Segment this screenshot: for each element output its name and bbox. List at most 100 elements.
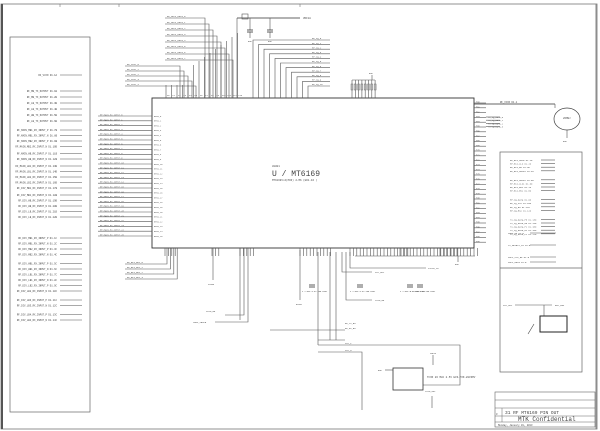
sheet-title: 31 RF MT6169 PIN OUT (505, 410, 559, 416)
bus-wire (125, 248, 175, 275)
bus-wire (165, 35, 218, 98)
pin-net-label: RF_MAIN_RX_INPUT_7 (100, 147, 123, 150)
pin-name: P9 (217, 94, 220, 97)
pin-name: P83 (476, 211, 480, 214)
supply-label: VRF18 (303, 17, 311, 20)
pin-name: RFIN_0 (154, 115, 162, 118)
bus-label: RF_IQ_5 (312, 60, 322, 63)
bus-wire (285, 67, 330, 98)
left-net-label: RF_DIV_LB_RX_INPUT_N D1.22B (18, 216, 57, 219)
bus-wire (307, 85, 330, 98)
left-net-label: RF_LB_TX_OUTPUT D1.3B (27, 102, 58, 105)
bus-wire (125, 75, 189, 98)
pin-name: P4 (189, 94, 192, 97)
pin-name: P68 (476, 139, 480, 142)
pin-net-label: RF_MAIN_RX_INPUT_11 (100, 166, 124, 169)
pin-name: RFIN_14 (154, 182, 163, 185)
gnd-label: GND (563, 140, 567, 143)
crystal-symbol (553, 107, 581, 131)
bus-wire (125, 65, 181, 98)
pin-name: P0 (167, 94, 170, 97)
pin-name: RFIN_7 (154, 148, 162, 151)
bus-wire (165, 29, 214, 98)
pin-name: P13 (239, 94, 243, 97)
left-net-label: RF_DIV_HB1_RX_INPUT_N D1.6C (18, 268, 57, 271)
pin-name: P81 (476, 202, 480, 205)
left-net-label: RF_DIV_LB4_RX_INPUT_N D1.14C (17, 319, 58, 322)
left-net-label: RF_DIV_LB1_RX_INPUT_P D1.7C (18, 274, 57, 277)
title-block: C 31 RF MT6169 PIN OUT MTK Confidential … (494, 391, 596, 428)
pin-name: RFIN_21 (154, 216, 163, 219)
left-net-label: RF_MAIN_MB2_RX_INPUT_N D1.10B (15, 146, 57, 149)
bus-label: RF_IQ_9 (312, 79, 322, 82)
crystal-label: 26MHz (563, 117, 571, 120)
pin-name: RFIN_4 (154, 134, 162, 137)
right-net-label: RF_IQ_EN D1.11D (510, 206, 530, 209)
pin-name: P78 (476, 187, 480, 190)
pin-name: RFIN_18 (154, 201, 163, 204)
pin-name: P62 (476, 110, 480, 113)
pin-name: P60 (476, 101, 480, 104)
net-label: CLK_I (345, 342, 352, 345)
bus-wire (258, 44, 330, 98)
pin-name: P6 (200, 94, 203, 97)
pin-name: P12 (233, 94, 237, 97)
gnd-label: GND (268, 40, 272, 43)
left-net-label: RF_DIV_MB1_RX_INPUT_N D1.18B (17, 194, 58, 197)
pin-net-label: RF_MAIN_RX_INPUT_6 (100, 142, 123, 145)
right-net-label: RF_BSI_DATA D1.1D (510, 159, 533, 162)
pin-name: RFIN_20 (154, 211, 163, 214)
pin-name: P63 (476, 115, 480, 118)
left-net-label: RF_MAIN_LB2_RX_INPUT_P D1.15B (15, 176, 57, 179)
bus-wire (280, 62, 330, 98)
bus-label: RF_IQ_8 (312, 74, 322, 77)
bus-label: RF_MIPI_DATA_2 (167, 27, 186, 30)
pin-name: RFIN_8 (154, 153, 162, 156)
pin-name: P64 (476, 120, 480, 123)
bus-wire (165, 17, 206, 98)
bus-label: RF_BPI_BUS_1 (127, 266, 143, 269)
left-net-label: RF_DIV_LB3_RX_INPUT_P D1.11C (17, 299, 58, 302)
chip-right-pins: P60P61P62P63P64P65P66P67P68P69P70P71P72P… (474, 101, 567, 243)
bus-label: RF_MIPI_DATA_0 (167, 15, 186, 18)
bus-label: RF_IQ_1 (312, 42, 322, 45)
bus-wire (125, 70, 185, 98)
pin-name: P82 (476, 206, 480, 209)
pin-net-label: RF_MAIN_RX_INPUT_1 (100, 118, 123, 121)
supply-label: VRF18 (430, 352, 437, 355)
bus-label: RF_CTRL_1 (127, 68, 140, 71)
resistor (373, 83, 377, 91)
bus-label: RF_IQ_2 (312, 46, 322, 49)
tcxo-out-label: TCXO_OUT (425, 390, 436, 393)
pin-name: RFIN_2 (154, 124, 162, 127)
bus-label: RF_IQ_6 (312, 65, 322, 68)
left-net-label: RF_DIV_LB4_RX_INPUT_P D1.13C (17, 314, 58, 317)
pin-name: P71 (476, 154, 480, 157)
bus-label: RF_BPI_BUS_0 (127, 261, 143, 264)
bus-wire (302, 81, 330, 98)
pin-name: P89 (476, 240, 480, 243)
bus-wire (269, 53, 330, 98)
bus-label: RF_IQ_0 (312, 37, 322, 40)
resistor (364, 83, 367, 91)
left-net-label: RF_MAIN_MB2_RX_INPUT_P D1.9B (17, 140, 58, 143)
pin-net-label: RF_MAIN_RX_INPUT_24 (100, 229, 124, 232)
pin-name: RFIN_19 (154, 206, 163, 209)
iq-label: TX_IQ_DATA_3 (488, 126, 504, 129)
right-net-label: RF_BSI_DATA2 D1.5D (510, 179, 534, 182)
right-net-label: TX_IQ_DATA_P2 D1.17D (510, 233, 537, 236)
bus-label: RF_MIPI_DATA_1 (167, 21, 186, 24)
pin-net-label: RF_MAIN_RX_INPUT_17 (100, 195, 124, 198)
cap-label: C1005 (208, 283, 215, 286)
pin-name: P2 (178, 94, 181, 97)
pin-net-label: RF_MAIN_RX_INPUT_21 (100, 214, 124, 217)
pin-net-label: RF_MAIN_RX_INPUT_16 (100, 190, 124, 193)
pin-net-label: RF_MAIN_RX_INPUT_22 (100, 219, 124, 222)
pin-net-label: RF_MAIN_RX_INPUT_10 (100, 162, 124, 165)
right-net-label: TX_IQ_DATA_P1 D1.15D (510, 226, 537, 229)
bus-wire (125, 248, 171, 270)
clk-label: CLK_OUT (375, 271, 385, 274)
